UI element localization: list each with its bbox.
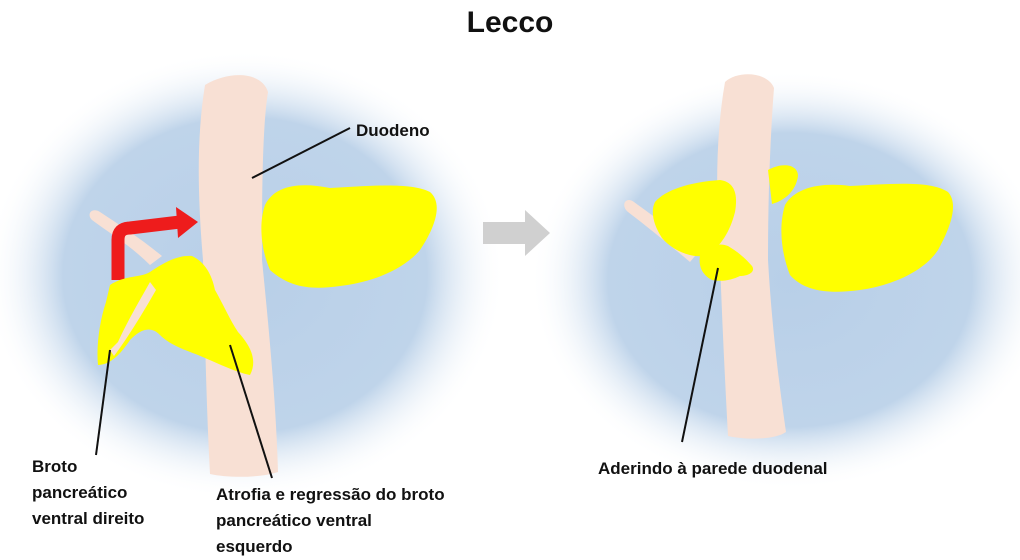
- aderindo-label: Aderindo à parede duodenal: [598, 456, 828, 482]
- atrofia-line-1: Atrofia e regressão do broto: [216, 482, 445, 508]
- broto-direito-line-1: Broto: [32, 454, 144, 480]
- page-title: Lecco: [0, 6, 1020, 40]
- broto-direito-line-3: ventral direito: [32, 506, 144, 532]
- atrofia-line-2: pancreático ventral: [216, 508, 445, 534]
- broto-direito-label: Broto pancreático ventral direito: [32, 454, 144, 532]
- duodeno-label: Duodeno: [356, 118, 430, 144]
- atrofia-label: Atrofia e regressão do broto pancreático…: [216, 482, 445, 560]
- atrofia-line-3: esquerdo: [216, 534, 445, 560]
- broto-direito-line-2: pancreático: [32, 480, 144, 506]
